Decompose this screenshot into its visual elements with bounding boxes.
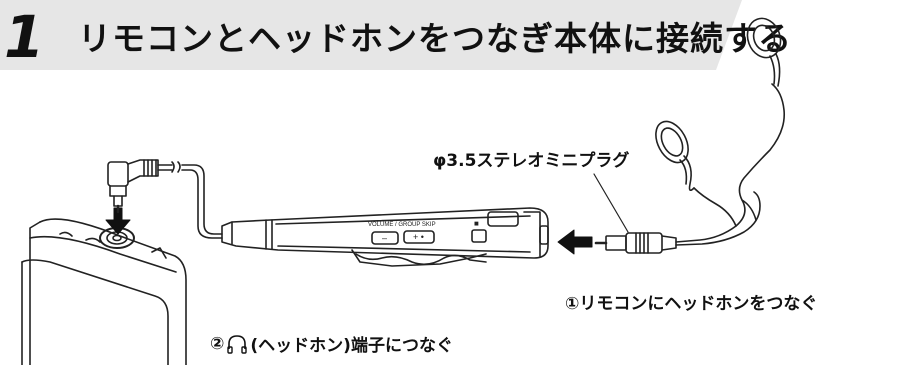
- step2-prefix: ②: [210, 333, 225, 354]
- arrow-down-icon: [105, 207, 131, 235]
- volume-plus-button: [403, 230, 435, 244]
- headphones-icon: [227, 334, 248, 354]
- hold-switch: [487, 211, 519, 227]
- plug-label: φ3.5ステレオミニプラグ: [433, 151, 630, 171]
- remote-control: [221, 207, 549, 267]
- headphone-cords: [675, 83, 786, 246]
- step2-suffix: (ヘッドホン)端子につなぐ: [250, 336, 453, 356]
- step2-label: ② (ヘッドホン)端子につなぐ: [210, 331, 453, 357]
- earbud-right: [746, 17, 782, 87]
- player-device: [21, 218, 187, 365]
- earbud-left: [655, 120, 695, 192]
- remote-plus-label: + •: [413, 232, 424, 242]
- step-title: リモコンとヘッドホンをつなぎ本体に接続する: [78, 19, 792, 58]
- header-band: [0, 0, 742, 70]
- stop-button: [471, 229, 487, 243]
- remote-stop-label: ■: [474, 219, 479, 228]
- header-band-shape: [0, 0, 742, 70]
- step1-label: ①リモコンにヘッドホンをつなぐ: [565, 294, 818, 314]
- remote-volume-label: VOLUME / GROUP SKIP: [368, 222, 436, 228]
- mini-plug: [593, 173, 677, 254]
- volume-minus-button: [371, 231, 399, 245]
- l-plug: [107, 159, 223, 239]
- step-number: 1: [4, 3, 45, 71]
- arrow-left-icon: [557, 229, 593, 255]
- remote-minus-label: –: [382, 233, 388, 243]
